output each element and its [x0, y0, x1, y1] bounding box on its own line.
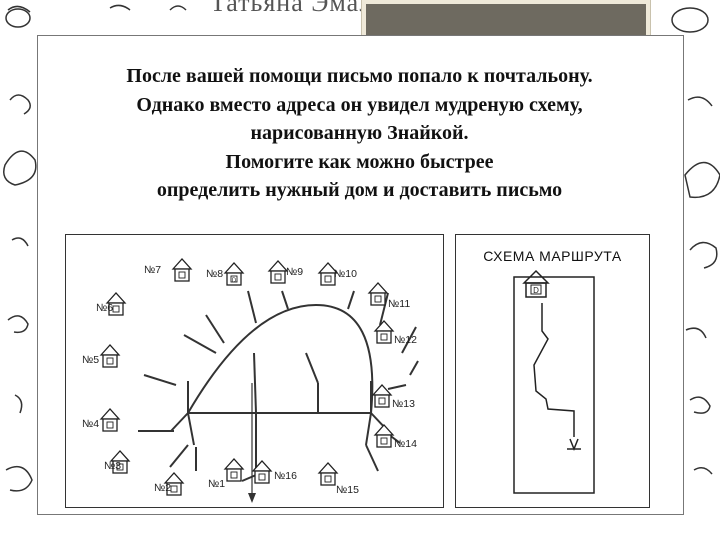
route-scheme-title: СХЕМА МАРШРУТА — [483, 248, 622, 264]
house-icon — [99, 408, 121, 432]
house-icon — [105, 292, 127, 316]
house-number-label: №15 — [336, 484, 359, 496]
task-line-3: нарисованную Знайкой. — [250, 122, 469, 144]
house-icon — [223, 262, 245, 286]
route-arrow-end-icon — [567, 438, 581, 452]
arrow-down-icon — [248, 493, 256, 503]
house-icon — [99, 344, 121, 368]
house-icon — [267, 260, 289, 284]
house-icon — [373, 424, 395, 448]
house-13: №13 — [371, 384, 415, 410]
house-5: №5 — [82, 344, 121, 368]
house-number-label: №4 — [82, 418, 99, 430]
task-line-4: Помогите как можно быстрее — [225, 150, 494, 173]
route-house-icon: D — [522, 269, 550, 298]
house-number-label: №11 — [388, 298, 410, 310]
house-14: №14 — [373, 424, 417, 450]
house-icon — [109, 450, 131, 474]
house-16: №16 — [251, 460, 297, 484]
house-number-label: №13 — [392, 398, 415, 410]
house-number-label: №16 — [274, 470, 297, 482]
house-number-label: №5 — [82, 354, 99, 366]
house-icon — [223, 458, 245, 482]
house-9: №9 — [267, 260, 303, 284]
house-icon — [251, 460, 273, 484]
house-6: №6 — [96, 292, 127, 316]
task-description: После вашей помощи письмо попало к почта… — [37, 62, 682, 205]
house-number-label: №3 — [104, 460, 121, 472]
house-1: №1 — [208, 458, 245, 490]
house-12: №12 — [373, 320, 417, 346]
house-2: №2 — [154, 472, 185, 496]
house-11: №11 — [367, 282, 410, 310]
road-network — [138, 290, 419, 482]
house-letter: D — [232, 278, 237, 284]
house-10: №10 — [317, 262, 357, 286]
house-number-label: №14 — [394, 438, 417, 450]
route-path — [533, 303, 575, 437]
house-icon — [171, 258, 193, 282]
house-4: №4 — [82, 408, 121, 432]
header-partial-title: Татьяна Эмал — [210, 0, 374, 17]
house-number-label: №7 — [144, 264, 161, 276]
house-8: D №8 — [206, 262, 245, 286]
house-number-label: №1 — [208, 478, 225, 490]
house-number-label: №2 — [154, 482, 171, 494]
house-icon — [317, 462, 339, 486]
house-number-label: №6 — [96, 302, 113, 314]
house-number-label: №9 — [286, 266, 303, 278]
house-icon — [371, 384, 393, 408]
house-number-label: №12 — [394, 334, 417, 346]
task-line-2: Однако вместо адреса он увидел мудреную … — [136, 93, 583, 116]
house-7: №7 — [144, 258, 193, 282]
house-number-label: №10 — [334, 268, 357, 280]
route-frame — [513, 276, 595, 494]
house-icon — [373, 320, 395, 344]
house-icon — [163, 472, 185, 496]
task-line-5: определить нужный дом и доставить письмо — [156, 179, 563, 201]
house-number-label: №8 — [206, 268, 223, 280]
house-3: №3 — [104, 450, 131, 474]
house-icon — [317, 262, 339, 286]
task-line-1: После вашей помощи письмо попало к почта… — [126, 65, 593, 87]
route-house-letter: D — [533, 286, 539, 295]
house-icon — [367, 282, 389, 306]
house-15: №15 — [317, 462, 359, 496]
route-scheme: СХЕМА МАРШРУТА D — [455, 234, 650, 508]
